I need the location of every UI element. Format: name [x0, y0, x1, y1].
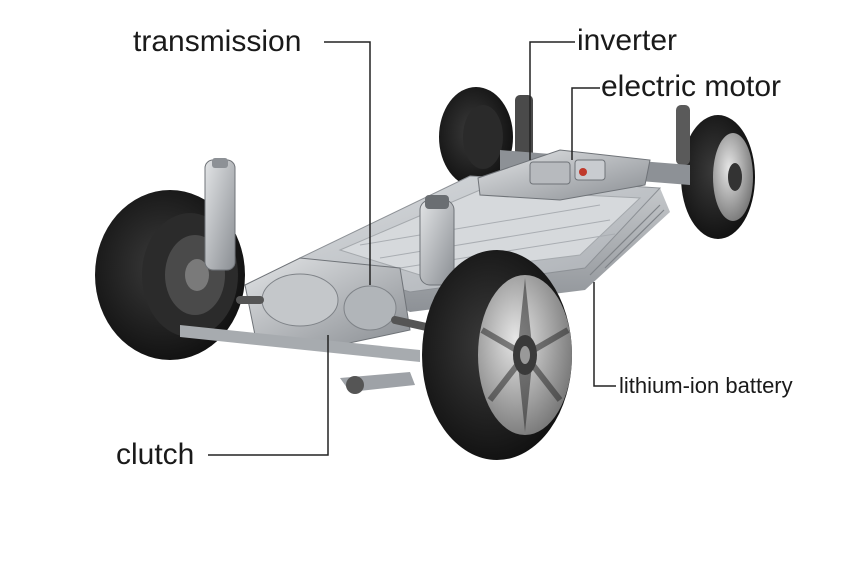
inverter-box: [529, 161, 571, 185]
front-right-wheel: [422, 250, 572, 460]
rear-right-wheel: [681, 115, 755, 239]
label-lithium-ion-battery: lithium-ion battery: [619, 373, 793, 398]
rear-strut-right: [676, 105, 690, 165]
front-strut-left: [204, 158, 236, 271]
rear-strut-left: [515, 95, 533, 165]
front-lower-arms: [180, 325, 420, 394]
label-transmission: transmission: [133, 25, 302, 58]
leader-transmission: [324, 41, 371, 285]
leader-clutch: [208, 335, 329, 456]
rear-drive-unit: [477, 149, 651, 201]
leader-lithium-ion-battery: [593, 282, 616, 387]
front-strut-right: [419, 195, 455, 286]
rear-left-wheel: [439, 87, 513, 187]
motor-housing: [574, 159, 606, 181]
leader-lines: [208, 41, 616, 456]
transmission-housing: [261, 273, 339, 327]
label-clutch: clutch: [116, 438, 195, 471]
clutch-housing: [343, 285, 397, 331]
leader-inverter: [529, 41, 575, 160]
motor-connector-icon: [579, 168, 587, 176]
label-electric-motor: electric motor: [601, 70, 782, 103]
label-inverter: inverter: [577, 24, 678, 57]
leader-electric-motor: [571, 87, 600, 160]
